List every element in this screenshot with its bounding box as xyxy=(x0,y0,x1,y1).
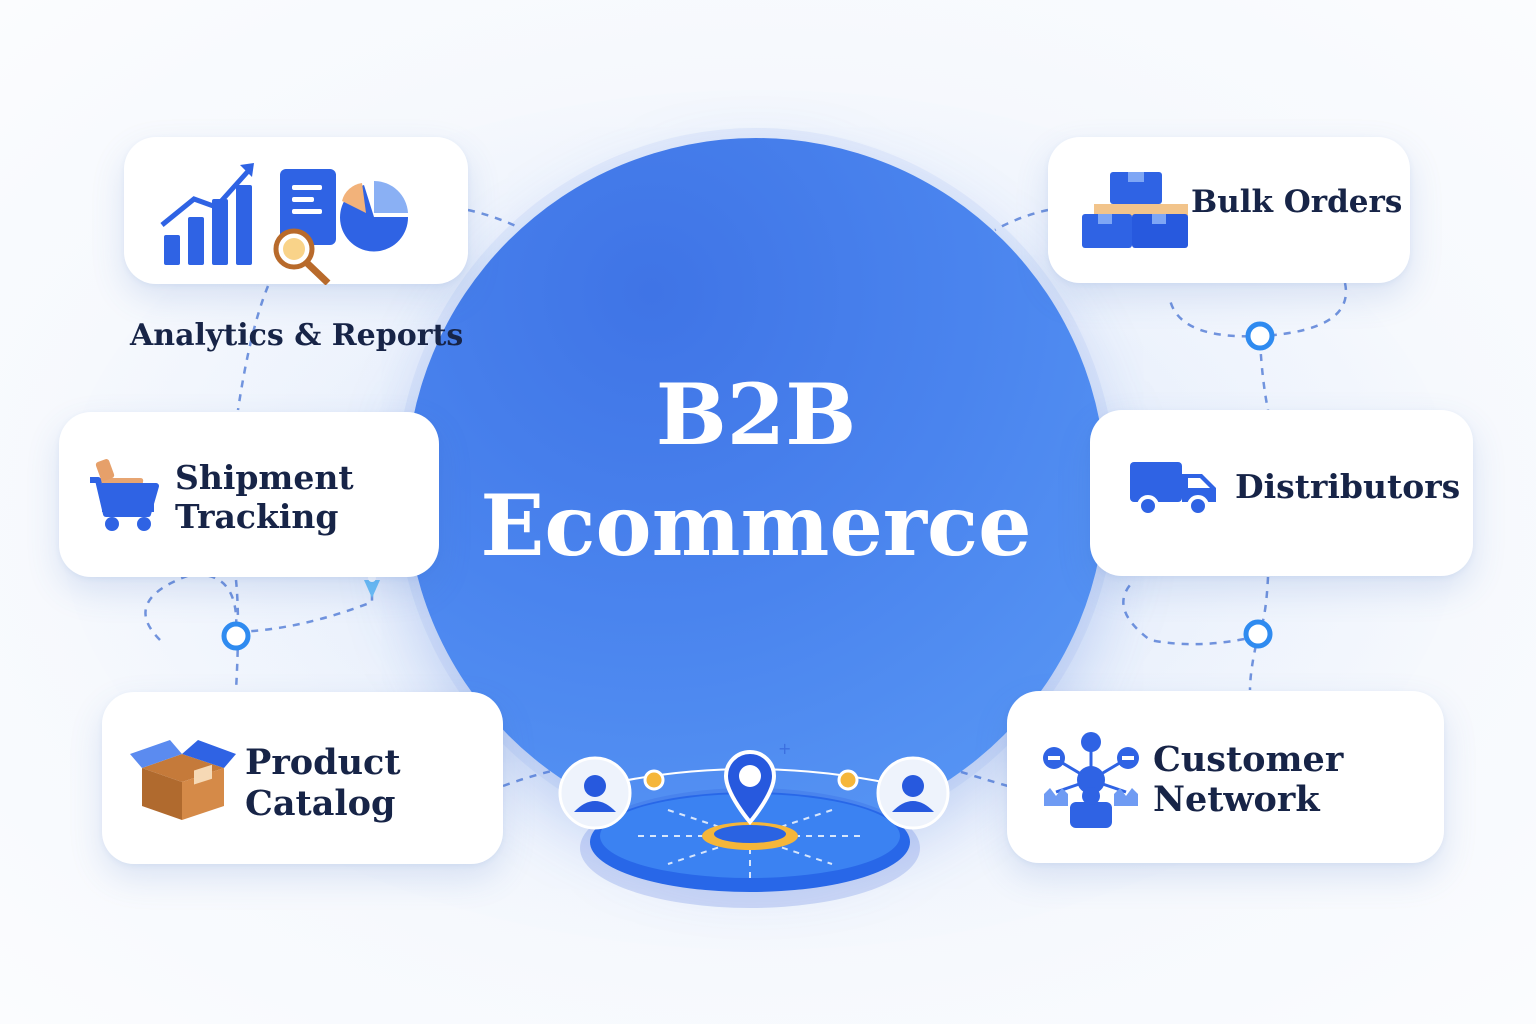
user-avatar-left-icon xyxy=(558,756,632,830)
bulk-orders-label: Bulk Orders xyxy=(1191,184,1403,220)
stacked-boxes-icon xyxy=(1082,172,1188,248)
analytics-icon xyxy=(160,163,409,285)
central-hub xyxy=(406,138,1106,838)
distributors-label: Distributors xyxy=(1235,467,1461,506)
svg-text:+: + xyxy=(778,739,791,758)
product-catalog-label: Product Catalog xyxy=(245,742,401,825)
connector-node-left xyxy=(221,621,251,651)
customer-network-label: Customer Network xyxy=(1153,739,1344,821)
open-box-icon xyxy=(130,740,236,820)
location-platform: + xyxy=(580,739,920,908)
connector-node-right-bottom xyxy=(1243,619,1273,649)
network-icon xyxy=(1043,732,1139,828)
hub-title: B2B Ecommerce xyxy=(480,365,1032,575)
shopping-cart-icon xyxy=(90,459,159,531)
delivery-truck-icon xyxy=(1130,462,1216,517)
connector-node-right-top xyxy=(1245,321,1275,351)
shipment-tracking-label: Shipment Tracking xyxy=(175,458,354,536)
analytics-label: Analytics & Reports xyxy=(130,318,464,353)
user-avatar-right-icon xyxy=(876,756,950,830)
